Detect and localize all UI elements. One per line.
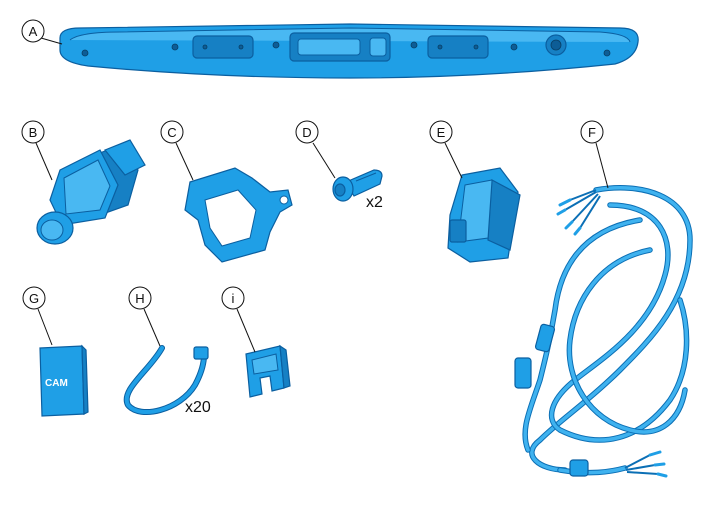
callout-h-label: H — [135, 291, 144, 306]
callout-d: D — [295, 120, 336, 179]
callout-g: G — [22, 286, 53, 346]
part-h-quantity: x20 — [185, 399, 211, 416]
callout-f-label: F — [588, 125, 596, 140]
part-d-quantity: x2 — [366, 194, 383, 211]
callout-e: E — [429, 120, 463, 179]
callout-b: B — [21, 120, 53, 181]
part-c-bracket — [184, 167, 293, 263]
part-g-cam-label: CAM — [39, 344, 89, 417]
callout-h: H — [128, 286, 161, 347]
callout-a-label: A — [29, 24, 38, 39]
callout-g-label: G — [29, 291, 39, 306]
callout-d-label: D — [302, 125, 311, 140]
part-f-wiring-harness — [514, 185, 693, 478]
callout-e-label: E — [437, 125, 446, 140]
callout-b-label: B — [29, 125, 38, 140]
callout-c-label: C — [167, 125, 176, 140]
callout-f: F — [580, 120, 609, 189]
cam-label-text: CAM — [45, 378, 68, 389]
part-d-screw — [332, 169, 383, 202]
part-i-fuse — [245, 344, 291, 398]
part-e-connector — [447, 167, 521, 263]
part-b-camera — [36, 139, 146, 245]
callout-c: C — [160, 120, 194, 181]
callout-a: A — [21, 19, 63, 45]
part-a-trim-bar — [59, 23, 639, 79]
callout-i-label: i — [232, 291, 235, 306]
callout-i: i — [221, 286, 256, 353]
part-h-cable-tie — [123, 345, 209, 416]
